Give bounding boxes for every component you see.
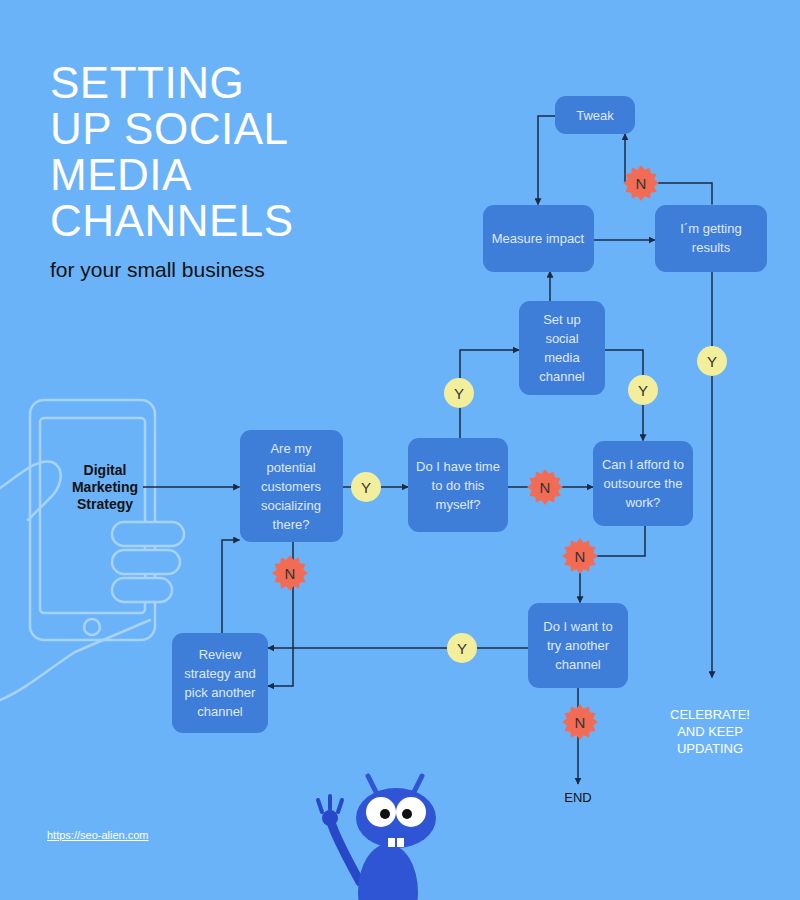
subtitle: for your small business: [50, 258, 350, 282]
edge-label: N: [540, 479, 551, 496]
node-text: Do I have time to do this myself?: [416, 457, 500, 514]
decision-box: Do I have time to do this myself?: [408, 438, 508, 532]
end-label: END: [553, 784, 603, 806]
edge-label: Y: [454, 385, 464, 402]
node-text: Review strategy and pick another channel: [180, 645, 260, 721]
node-text: Are my potential customers socializing t…: [248, 439, 335, 534]
alien-mascot: [318, 776, 436, 900]
phone-hand: [0, 400, 184, 700]
flow-arrow: [538, 116, 555, 205]
process-box: Tweak: [555, 96, 635, 134]
title: SETTING UP SOCIAL MEDIA CHANNELS: [50, 60, 300, 244]
edge-label: Y: [707, 353, 717, 370]
yes-badge: Y: [351, 472, 381, 502]
decision-box: Can I afford to outsource the work?: [593, 441, 693, 526]
flow-arrow: [268, 647, 528, 649]
edge-label: N: [575, 548, 586, 565]
node-text: Can I afford to outsource the work?: [601, 455, 685, 512]
flow-arrow: [711, 272, 713, 678]
yes-badge: Y: [444, 378, 474, 408]
flow-arrow: [222, 540, 240, 633]
process-box: Measure impact: [483, 205, 594, 272]
node-text: Digital Marketing Strategy: [67, 462, 143, 513]
node-text: I´m getting results: [663, 219, 759, 257]
no-badge: N: [626, 168, 656, 198]
node-text: Set up social media channel: [527, 310, 597, 386]
yes-badge: Y: [697, 346, 727, 376]
no-badge: N: [275, 558, 305, 588]
no-badge: N: [565, 541, 595, 571]
decision-box: I´m getting results: [655, 205, 767, 272]
edge-label: Y: [361, 479, 371, 496]
edge-label: Y: [638, 382, 648, 399]
end-note: CELEBRATE! AND KEEP UPDATING: [660, 678, 760, 757]
node-text: END: [564, 790, 591, 806]
flow-arrow: [549, 272, 551, 302]
process-box: Review strategy and pick another channel: [172, 633, 268, 733]
process-box: Set up social media channel: [519, 301, 605, 395]
yes-badge: Y: [628, 375, 658, 405]
node-text: CELEBRATE! AND KEEP UPDATING: [660, 706, 760, 757]
decision-box: Are my potential customers socializing t…: [240, 430, 343, 542]
node-text: Measure impact: [492, 229, 584, 248]
node-text: Do I want to try another channel: [536, 617, 620, 674]
edge-label: N: [636, 175, 647, 192]
node-text: Tweak: [576, 106, 614, 125]
no-badge: N: [530, 472, 560, 502]
source-url: https://seo-alien.com: [47, 829, 149, 841]
edge-label: Y: [457, 640, 467, 657]
decision-box: Do I want to try another channel: [528, 603, 628, 688]
flow-arrow: [594, 239, 656, 241]
edge-label: N: [285, 565, 296, 582]
edge-label: N: [575, 714, 586, 731]
start-label: Digital Marketing Strategy: [67, 462, 143, 513]
no-badge: N: [565, 707, 595, 737]
yes-badge: Y: [447, 633, 477, 663]
flow-arrow: [143, 486, 240, 488]
